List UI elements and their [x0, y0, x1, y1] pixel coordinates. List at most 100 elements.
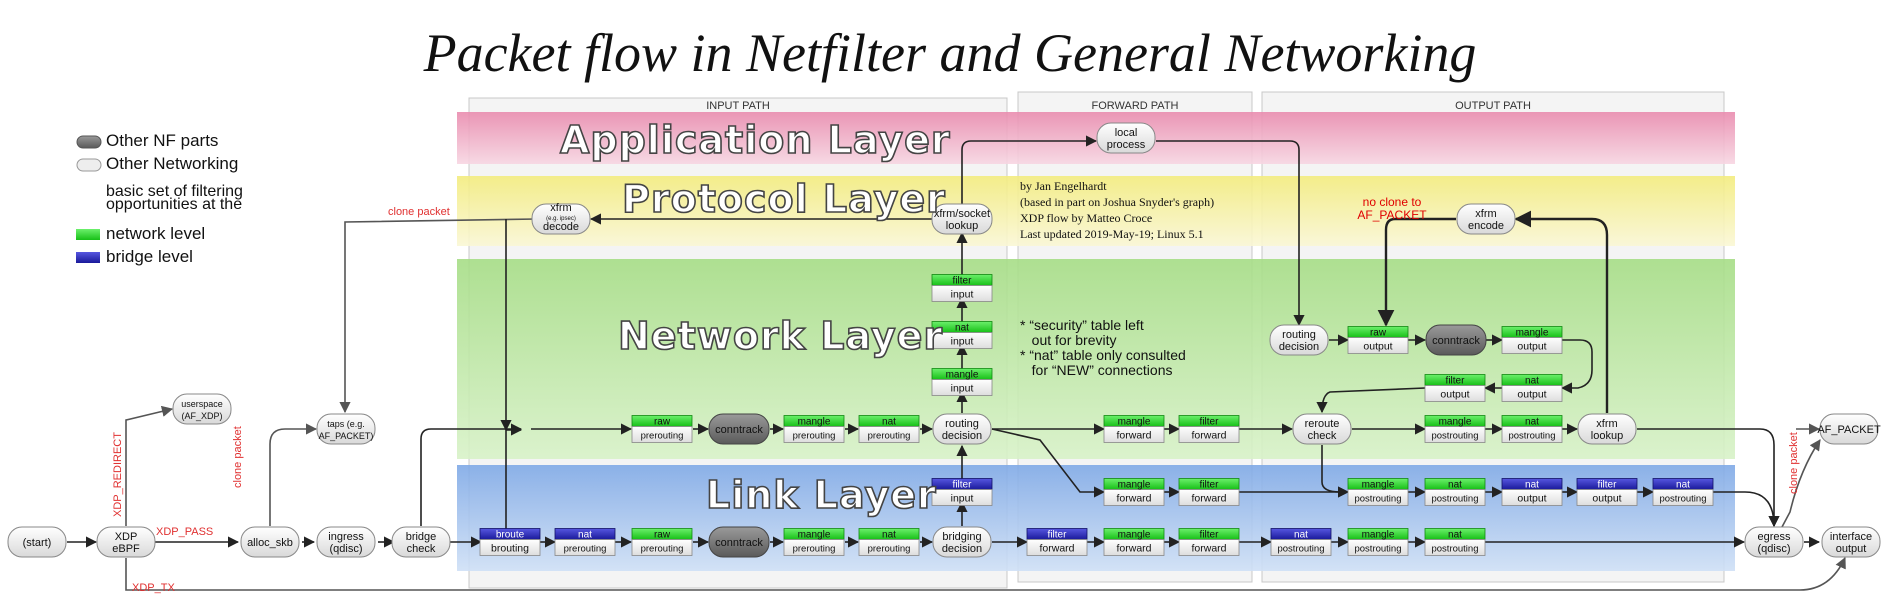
table-label: mangle: [946, 370, 979, 381]
table-label: nat: [1294, 530, 1308, 541]
chain-body: [1652, 489, 1714, 506]
chain-label: prerouting: [793, 544, 836, 555]
chain-label: input: [951, 336, 974, 348]
flow-arrow: [961, 135, 1098, 205]
conntrack-body: [708, 526, 770, 558]
chain-label: prerouting: [868, 431, 911, 442]
node-label: output: [1836, 543, 1867, 555]
conntrack-label: conntrack: [715, 537, 763, 549]
table-label: mangle: [1439, 417, 1472, 428]
node-label: ingress: [328, 531, 364, 543]
node-body: [391, 526, 451, 558]
chain-body: [1501, 337, 1563, 354]
node-label: decision: [942, 430, 982, 442]
node-label: AF_PACKET): [319, 431, 374, 441]
table-label: filter: [1200, 530, 1220, 541]
chain-body: [631, 539, 693, 556]
chain-label: postrouting: [1354, 544, 1401, 555]
chain-label: postrouting: [1508, 431, 1555, 442]
chain-body: [1501, 489, 1563, 506]
xdp-redirect-label: XDP_REDIRECT: [112, 432, 124, 517]
legend-other-nf: Other NF parts: [106, 131, 219, 150]
chain-label: postrouting: [1659, 494, 1706, 505]
no-clone-line: AF_PACKET: [1357, 208, 1427, 222]
flow-arrow: [1377, 217, 1456, 327]
node-body: [531, 203, 591, 235]
flow-nodes: (start)XDPeBPFuserspace(AF_XDP)alloc_skb…: [7, 122, 1881, 558]
node-body: [1292, 413, 1352, 445]
chain-body: [1178, 539, 1240, 556]
flow-arrow: [1514, 210, 1609, 413]
chain-label: input: [951, 493, 974, 505]
table-label: mangle: [798, 417, 831, 428]
node-label: bridge: [406, 531, 437, 543]
node-label: process: [1107, 139, 1146, 151]
chain-label: forward: [1116, 543, 1151, 555]
node-label: local: [1115, 127, 1138, 139]
node-label-small: (e.g. ipsec): [546, 216, 576, 222]
output-path-label: OUTPUT PATH: [1455, 100, 1531, 112]
node-label: xfrm: [1475, 208, 1496, 220]
other-nf-swatch: [76, 135, 102, 149]
chain-label: postrouting: [1431, 431, 1478, 442]
node-label: interface: [1830, 531, 1872, 543]
no-clone-line: no clone to: [1362, 195, 1422, 209]
note-line: * “nat” table only consulted: [1020, 347, 1186, 363]
chain-label: forward: [1191, 493, 1226, 505]
node-body: [1744, 526, 1804, 558]
chain-body: [1347, 539, 1409, 556]
node-body: [1819, 413, 1879, 445]
table-label: filter: [953, 480, 973, 491]
chain-body: [1347, 337, 1409, 354]
node-label: eBPF: [112, 543, 140, 555]
chain-body: [783, 539, 845, 556]
node-label: userspace: [181, 399, 223, 409]
filter-input-br-chain: filter input: [931, 478, 993, 506]
table-label: nat: [1525, 480, 1539, 491]
node-label: lookup: [1591, 430, 1623, 442]
chain-body: [1576, 489, 1638, 506]
forward-path-label: FORWARD PATH: [1091, 100, 1179, 112]
table-label: mangle: [1516, 328, 1549, 339]
note-line: out for brevity: [1020, 332, 1117, 348]
af-packet-node: AF_PACKET: [1817, 413, 1881, 445]
chain-label: postrouting: [1431, 494, 1478, 505]
no-clone-label: no clone to AF_PACKET: [1340, 196, 1444, 222]
flow-arrow: [1773, 439, 1821, 543]
flow-arrow: [1316, 387, 1426, 414]
node-label: lookup: [946, 220, 978, 232]
node-label: XDP: [115, 531, 138, 543]
node-label: (start): [23, 537, 52, 549]
conntrack-label: conntrack: [1432, 335, 1480, 347]
chain-body: [931, 489, 993, 506]
alloc-skb-node: alloc_skb: [240, 526, 300, 558]
chain-body: [858, 426, 920, 443]
chain-label: forward: [1116, 430, 1151, 442]
table-label: filter: [1048, 530, 1068, 541]
chain-label: output: [1517, 341, 1546, 353]
table-label: nat: [1448, 480, 1462, 491]
table-label: nat: [1676, 480, 1690, 491]
table-label: nat: [1448, 530, 1462, 541]
table-label: mangle: [1118, 480, 1151, 491]
network-layer-title: Network Layer: [617, 313, 944, 359]
